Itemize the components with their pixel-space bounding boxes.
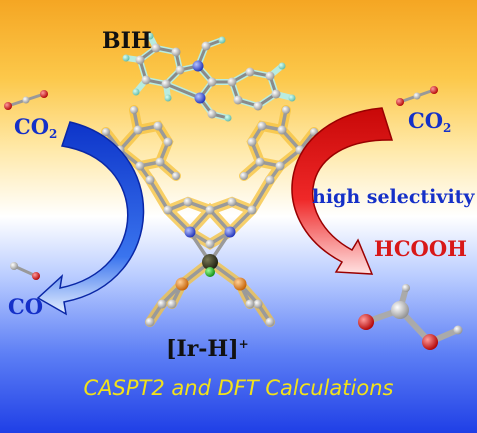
co2-left-text: CO — [14, 114, 50, 139]
co2-left-subscript: 2 — [49, 127, 58, 141]
co2-right-subscript: 2 — [443, 121, 452, 135]
bih-text: BIH — [102, 28, 152, 54]
red-arrow — [291, 107, 394, 275]
co2-molecule-left — [4, 90, 48, 110]
co-text: CO — [8, 294, 44, 319]
co2-right-label: CO2 — [408, 108, 451, 135]
iridium-hydride-complex — [101, 105, 319, 327]
hcooh-label: HCOOH — [374, 236, 467, 261]
co2-molecule-right — [396, 86, 438, 106]
catalyst-charge: + — [238, 337, 249, 351]
hcooh-text: HCOOH — [374, 236, 467, 261]
blue-arrow — [36, 121, 145, 316]
catalyst-label: [Ir-H]+ — [166, 336, 249, 362]
caption: CASPT2 and DFT Calculations — [83, 376, 394, 400]
hcooh-molecule — [358, 284, 463, 350]
co2-right-text: CO — [408, 108, 444, 133]
co-molecule — [10, 262, 40, 280]
high-selectivity-label: high selectivity — [312, 186, 474, 208]
co2-left-label: CO2 — [14, 114, 57, 141]
bih-label: BIH — [102, 28, 152, 54]
bih-molecule — [122, 32, 296, 122]
high-selectivity-text: high selectivity — [312, 186, 475, 208]
co-label: CO — [8, 294, 43, 319]
catalyst-text: [Ir-H] — [166, 336, 239, 362]
